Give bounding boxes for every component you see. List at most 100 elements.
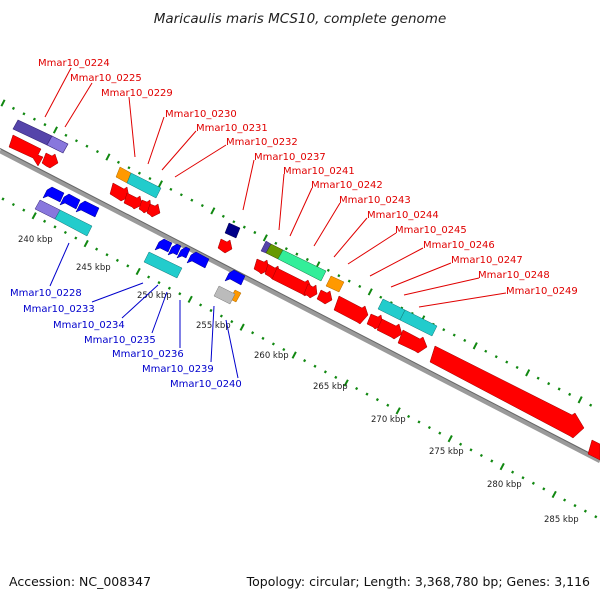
gene-label[interactable]: Mmar10_0245 <box>395 225 467 236</box>
gene-label[interactable]: Mmar10_0240 <box>170 379 242 390</box>
gene-label[interactable]: Mmar10_0231 <box>196 123 268 134</box>
cds-forward[interactable] <box>253 258 270 275</box>
tick-mark <box>137 171 141 175</box>
cds-forward[interactable] <box>303 283 318 299</box>
tick-mark <box>323 370 327 374</box>
tick-mark <box>0 99 6 107</box>
tick-mark <box>563 498 567 502</box>
gene-label[interactable]: Mmar10_0241 <box>283 166 355 177</box>
cds-forward[interactable] <box>316 289 333 305</box>
scale-label: 245 kbp <box>76 263 111 273</box>
tick-mark <box>505 360 509 364</box>
gene-label[interactable]: Mmar10_0235 <box>84 335 156 346</box>
cds-forward[interactable] <box>333 295 369 325</box>
gene-label[interactable]: Mmar10_0248 <box>478 270 550 281</box>
feature-lavender[interactable] <box>46 135 69 154</box>
tick-mark <box>291 351 297 359</box>
cds-reverse[interactable] <box>186 251 210 269</box>
tick-mark <box>190 198 194 202</box>
cds-reverse[interactable] <box>176 246 191 259</box>
cds-reverse[interactable] <box>154 238 173 253</box>
feature-grey[interactable] <box>213 285 236 305</box>
gene-label[interactable]: Mmar10_0228 <box>10 288 82 299</box>
cds-forward[interactable] <box>41 152 59 169</box>
tick-mark <box>459 442 463 446</box>
gene-label[interactable]: Mmar10_0236 <box>112 349 184 360</box>
tick-mark <box>232 220 236 224</box>
feature-lavender[interactable] <box>34 199 61 220</box>
tick-mark <box>407 414 411 419</box>
tick-mark <box>469 448 473 452</box>
scale-label: 275 kbp <box>429 447 464 457</box>
tick-mark <box>337 274 341 278</box>
gene-label[interactable]: Mmar10_0247 <box>451 255 523 266</box>
tick-mark <box>379 295 383 299</box>
cds-reverse[interactable] <box>224 269 246 286</box>
gene-label[interactable]: Mmar10_0242 <box>311 180 383 191</box>
tick-mark <box>551 490 557 499</box>
gene-label[interactable]: Mmar10_0229 <box>101 88 173 99</box>
tick-mark <box>209 308 213 313</box>
feature-navy[interactable] <box>224 222 241 239</box>
tick-mark <box>343 379 349 387</box>
tick-mark <box>490 459 494 463</box>
tick-mark <box>85 144 89 148</box>
gene-label[interactable]: Mmar10_0233 <box>23 304 95 315</box>
cds-forward[interactable] <box>123 192 143 210</box>
tick-mark <box>43 123 47 127</box>
tick-mark <box>573 503 577 508</box>
gene-label[interactable]: Mmar10_0224 <box>38 58 110 69</box>
tick-mark <box>157 180 163 188</box>
cds-forward[interactable] <box>429 345 585 439</box>
feature-cyan[interactable] <box>143 251 183 279</box>
tick-mark <box>589 403 593 407</box>
gene-label[interactable]: Mmar10_0234 <box>53 320 125 331</box>
cds-forward[interactable] <box>587 439 600 461</box>
gene-label[interactable]: Mmar10_0239 <box>142 364 214 375</box>
tick-mark <box>199 303 203 307</box>
reverse-leader-lines <box>49 242 239 379</box>
cds-reverse[interactable] <box>42 186 65 203</box>
feature-cyan[interactable] <box>399 309 438 337</box>
feature-cyan[interactable] <box>54 209 93 237</box>
cds-forward[interactable] <box>397 329 428 354</box>
gene-label[interactable]: Mmar10_0225 <box>70 73 142 84</box>
tick-mark <box>95 149 99 154</box>
tick-mark <box>178 292 182 296</box>
cds-forward[interactable] <box>376 318 403 340</box>
forward-leader-lines <box>44 67 507 308</box>
cds-reverse[interactable] <box>59 193 81 210</box>
tick-mark <box>179 193 183 197</box>
gene-label[interactable]: Mmar10_0249 <box>506 286 578 297</box>
tick-mark <box>230 320 234 324</box>
gene-label[interactable]: Mmar10_0237 <box>254 152 326 163</box>
gene-label[interactable]: Mmar10_0246 <box>423 240 495 251</box>
gene-label[interactable]: Mmar10_0244 <box>367 210 439 221</box>
cds-forward[interactable] <box>217 238 233 254</box>
tick-mark <box>200 203 204 208</box>
tick-mark <box>484 349 488 353</box>
tick-mark <box>568 392 572 396</box>
tick-mark <box>515 365 519 370</box>
gene-label[interactable]: Mmar10_0230 <box>165 109 237 120</box>
gene-label[interactable]: Mmar10_0243 <box>339 195 411 206</box>
tick-mark <box>63 230 67 235</box>
tick-mark <box>251 331 255 335</box>
cds-forward[interactable] <box>146 203 161 218</box>
cds-reverse[interactable] <box>167 243 182 256</box>
cds-forward[interactable] <box>8 134 44 167</box>
tick-mark <box>148 176 152 181</box>
tick-mark <box>334 375 338 379</box>
tick-mark <box>494 355 498 359</box>
feature-green[interactable] <box>277 249 327 282</box>
cds-reverse[interactable] <box>75 200 100 218</box>
tick-mark <box>22 208 26 212</box>
tick-mark <box>447 435 453 443</box>
forward-gene-labels: Mmar10_0224 Mmar10_0225 Mmar10_0229 Mmar… <box>38 58 578 297</box>
tick-mark <box>105 153 111 161</box>
feature-orange[interactable] <box>325 275 345 293</box>
gene-label[interactable]: Mmar10_0232 <box>226 137 298 148</box>
tick-mark <box>11 202 15 207</box>
feature-cyan[interactable] <box>126 172 162 199</box>
